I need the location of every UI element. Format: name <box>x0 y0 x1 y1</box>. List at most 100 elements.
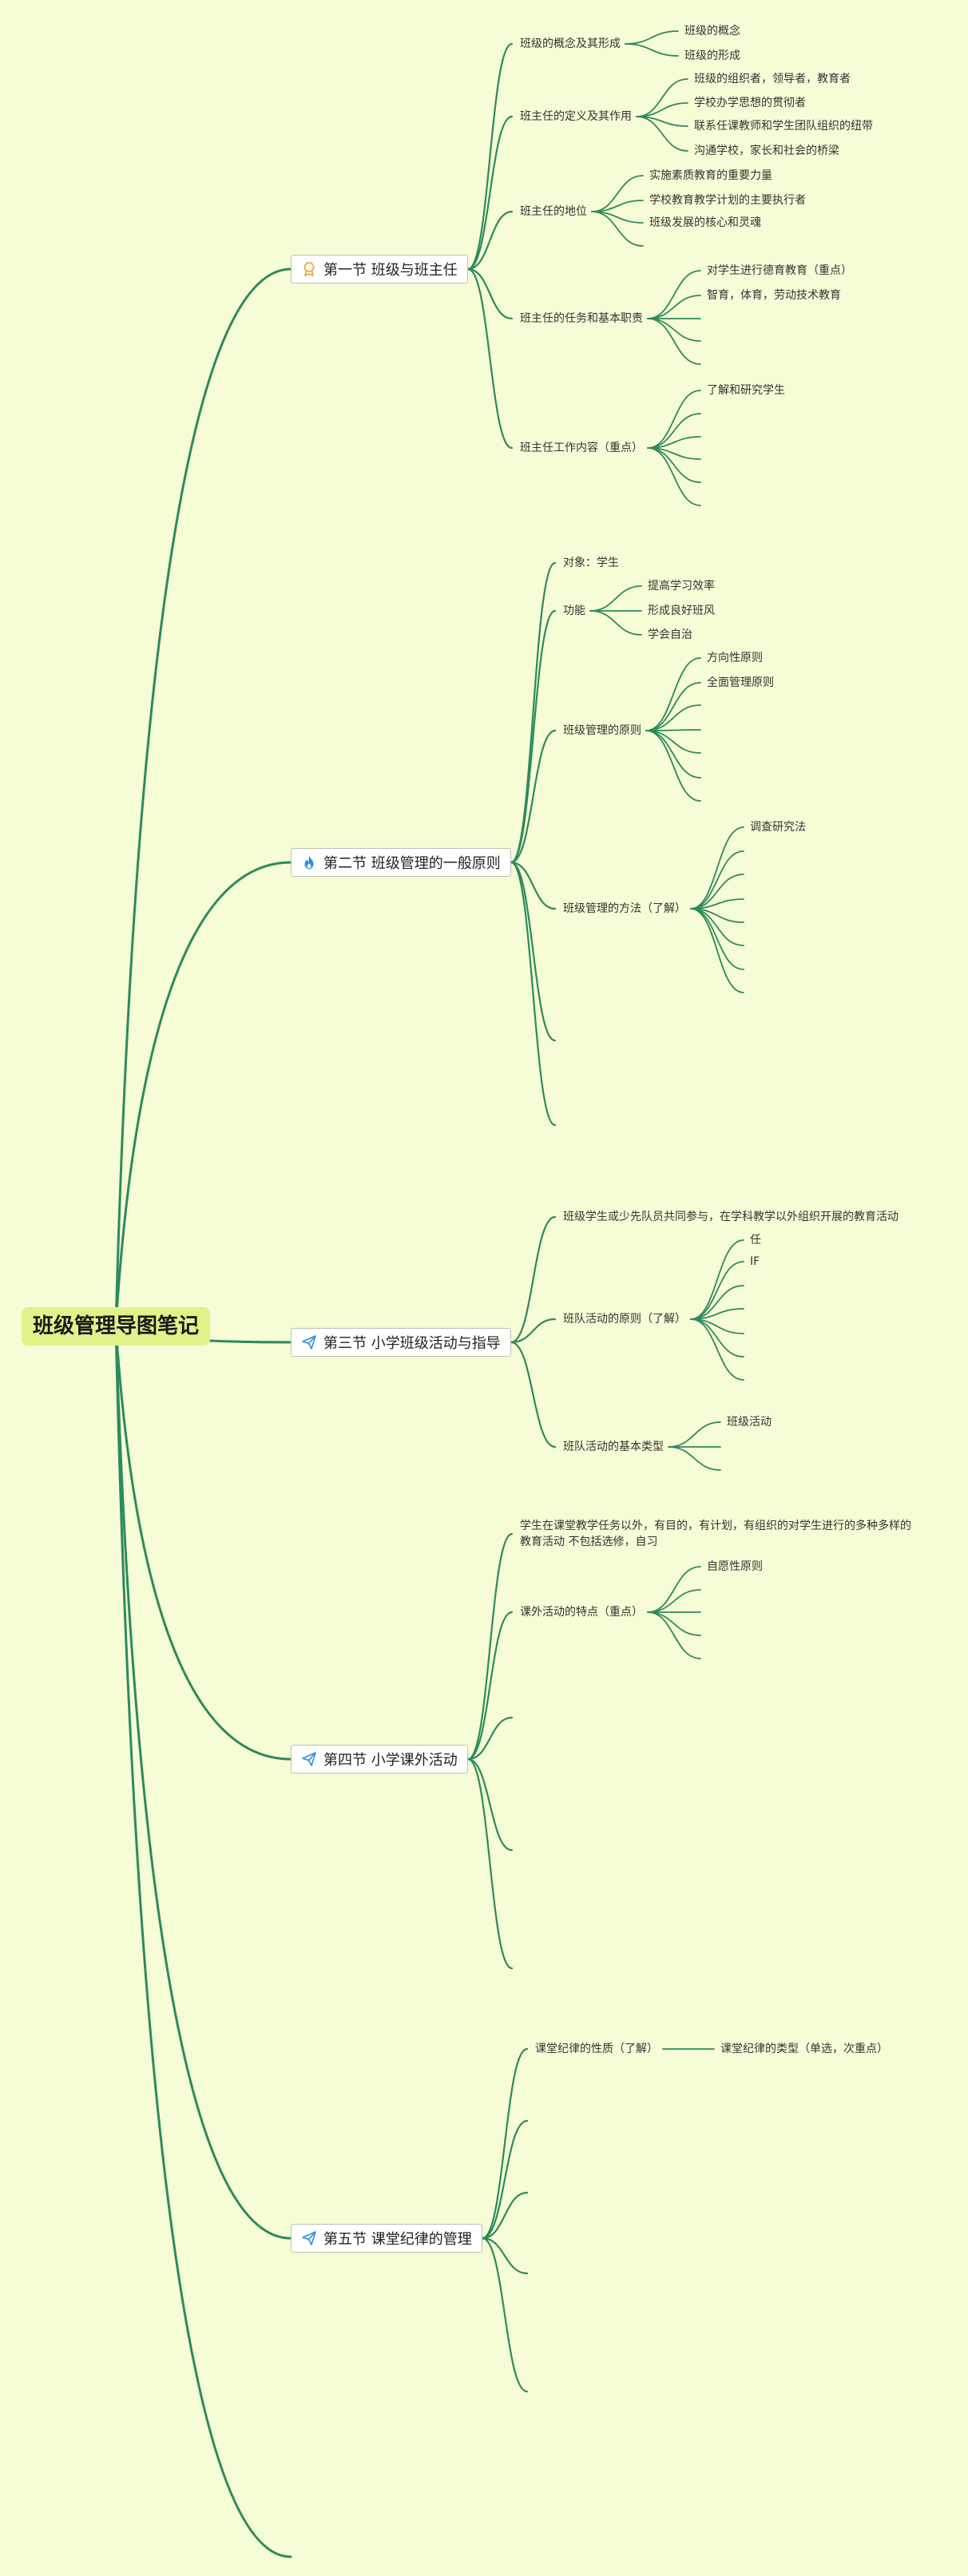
connector-line <box>466 268 514 320</box>
connector-line <box>690 1239 744 1320</box>
section-1-topic-2-item-4[interactable]: 沟通学校，家长和社会的桥梁 <box>694 145 839 157</box>
connector-line <box>591 211 644 247</box>
connector-line <box>510 729 557 864</box>
section-1-topic-2[interactable]: 班主任的定义及其作用 <box>520 110 632 123</box>
section-2-topic-2-item-3[interactable]: 学会自治 <box>648 628 692 641</box>
section-3-topic-2-item-1[interactable]: 任 <box>750 1234 761 1246</box>
section-1-topic-4-item-1[interactable]: 对学生进行德育教育（重点） <box>707 264 852 277</box>
award-icon <box>301 261 317 277</box>
section-1-topic-1-item-2[interactable]: 班级的形成 <box>684 50 740 62</box>
connector-line <box>647 1589 701 1613</box>
connector-line <box>645 730 701 802</box>
connector-line <box>690 908 744 970</box>
connector-line <box>645 729 701 731</box>
connector-line <box>466 1532 514 1761</box>
section-1-topic-5-item-1[interactable]: 了解和研究学生 <box>707 384 785 397</box>
section-3-topic-1[interactable]: 班级学生或少先队员共同参与，在学科教学以外组织开展的教育活动 <box>563 1211 899 1223</box>
connector-line <box>647 1611 701 1636</box>
section-3-topic-3-item-1[interactable]: 班级活动 <box>727 1416 772 1429</box>
section-4-topic-1[interactable]: 学生在课堂教学任务以外，有目的，有计划，有组织的对学生进行的多种多样的 教育活动… <box>520 1518 911 1550</box>
connector-line <box>466 268 514 450</box>
connector-line <box>690 908 744 993</box>
section-2-topic-2[interactable]: 功能 <box>563 604 585 617</box>
section-4-node[interactable]: 第四节 小学课外活动 <box>291 1745 468 1773</box>
section-2-node[interactable]: 第二节 班级管理的一般原则 <box>291 848 511 877</box>
paper-plane-icon <box>301 1751 317 1767</box>
connector-line <box>481 2237 529 2275</box>
connector-line <box>114 1325 292 1761</box>
connector-line <box>645 704 701 731</box>
connector-line <box>466 1611 514 1761</box>
section-2-topic-2-item-1[interactable]: 提高学习效率 <box>648 580 715 592</box>
connector-line <box>647 1611 701 1659</box>
section-1-topic-3-item-3[interactable]: 班级发展的核心和灵魂 <box>649 216 761 229</box>
section-3-topic-3[interactable]: 班队活动的基本类型 <box>563 1441 664 1453</box>
connector-line <box>647 447 701 506</box>
section-1-topic-4-item-2[interactable]: 智育，体育，劳动技术教育 <box>707 289 841 302</box>
connector-line <box>647 318 701 342</box>
section-2-topic-2-item-2[interactable]: 形成良好班风 <box>648 604 715 617</box>
connector-line <box>625 30 679 45</box>
root-topic[interactable]: 班级管理导图笔记 <box>22 1307 211 1345</box>
connector-line <box>114 1325 292 2558</box>
section-5-topic-1-item-1[interactable]: 课堂纪律的类型（单选，次重点） <box>720 2043 888 2055</box>
section-1-node[interactable]: 第一节 班级与班主任 <box>291 255 468 283</box>
section-3-topic-2-item-2[interactable]: IF <box>750 1255 760 1268</box>
section-5-node[interactable]: 第五节 课堂纪律的管理 <box>291 2224 482 2253</box>
section-1-title: 第一节 班级与班主任 <box>323 262 458 279</box>
section-2-topic-1[interactable]: 对象：学生 <box>563 557 619 569</box>
connector-line <box>510 561 557 864</box>
section-1-topic-4[interactable]: 班主任的任务和基本职责 <box>520 312 643 325</box>
section-1-topic-3-item-2[interactable]: 学校教育教学计划的主要执行者 <box>649 194 806 207</box>
connector-line <box>114 1325 292 2240</box>
section-1-topic-3-item-1[interactable]: 实施素质教育的重要力量 <box>649 169 772 182</box>
connector-line <box>647 295 701 319</box>
connector-line <box>510 1215 557 1344</box>
section-1-topic-2-item-2[interactable]: 学校办学思想的贯彻者 <box>694 97 806 109</box>
section-5-topic-1[interactable]: 课堂纪律的性质（了解） <box>535 2043 658 2055</box>
connector-line <box>481 2119 529 2240</box>
connector-line <box>690 1261 744 1320</box>
connector-line <box>466 1758 514 1852</box>
section-3-topic-2[interactable]: 班队活动的原则（了解） <box>563 1313 686 1326</box>
connector-line <box>114 268 292 1328</box>
section-2-topic-3-item-1[interactable]: 方向性原则 <box>707 652 763 664</box>
connector-line <box>466 42 514 271</box>
section-3-node[interactable]: 第三节 小学班级活动与指导 <box>291 1328 511 1357</box>
section-4-topic-2-item-1[interactable]: 自愿性原则 <box>707 1560 763 1573</box>
section-5-title: 第五节 课堂纪律的管理 <box>323 2231 472 2248</box>
section-1-topic-5[interactable]: 班主任工作内容（重点） <box>520 442 643 454</box>
connector-line <box>591 175 644 212</box>
connector-line <box>645 657 701 731</box>
connector-line <box>690 1318 744 1381</box>
connector-line <box>690 1285 744 1320</box>
section-1-topic-2-item-3[interactable]: 联系任课教师和学生团队组织的纽带 <box>694 120 873 133</box>
section-4-topic-1-line-1: 学生在课堂教学任务以外，有目的，有计划，有组织的对学生进行的多种多样的 <box>520 1520 911 1532</box>
section-1-topic-1[interactable]: 班级的概念及其形成 <box>520 38 621 50</box>
section-2-topic-4-item-1[interactable]: 调查研究法 <box>750 821 806 834</box>
section-2-topic-4[interactable]: 班级管理的方法（了解） <box>563 902 686 915</box>
section-1-topic-2-item-1[interactable]: 班级的组织者，领导者，教育者 <box>694 73 851 85</box>
connector-line <box>466 1716 514 1761</box>
connector-line <box>668 1421 721 1448</box>
connector-line <box>481 2237 529 2393</box>
connector-line <box>466 1758 514 1970</box>
section-2-topic-3-item-2[interactable]: 全面管理原则 <box>707 676 774 689</box>
connector-line <box>589 585 642 612</box>
paper-plane-icon <box>301 1334 317 1350</box>
section-1-topic-3[interactable]: 班主任的地位 <box>520 205 587 218</box>
connector-line <box>589 610 642 636</box>
connector-line <box>645 682 701 731</box>
connector-line <box>690 826 744 910</box>
connector-line <box>625 43 679 57</box>
connector-line <box>690 874 744 910</box>
connector-line <box>668 1446 721 1471</box>
connector-line <box>481 2047 529 2240</box>
section-2-topic-3[interactable]: 班级管理的原则 <box>563 724 641 737</box>
connector-line <box>510 609 557 864</box>
connector-line <box>510 1341 557 1449</box>
section-1-topic-1-item-1[interactable]: 班级的概念 <box>684 25 740 38</box>
section-4-topic-2[interactable]: 课外活动的特点（重点） <box>520 1606 643 1619</box>
